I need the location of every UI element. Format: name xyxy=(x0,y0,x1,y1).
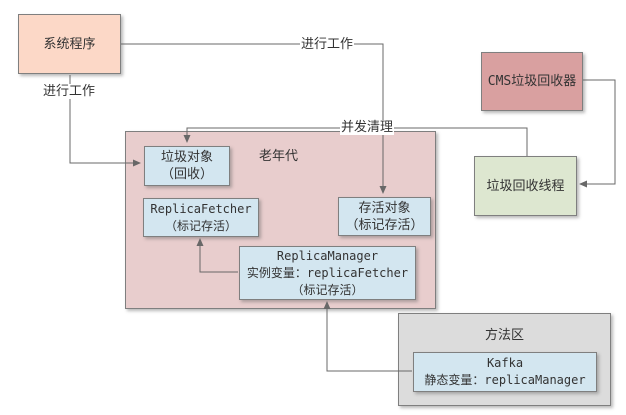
edge-label-work-top: 进行工作 xyxy=(300,37,355,52)
container-method-area: 方法区 Kafka 静态变量：replicaManager xyxy=(398,313,611,406)
alive-object-line1: 存活对象 xyxy=(358,200,411,216)
node-garbage-object: 垃圾对象 （回收） xyxy=(144,146,230,186)
replica-manager-line2: 实例变量：replicaFetcher xyxy=(246,265,409,280)
garbage-object-line2: （回收） xyxy=(160,167,213,182)
garbage-object-line1: 垃圾对象 xyxy=(160,150,213,165)
node-kafka: Kafka 静态变量：replicaManager xyxy=(413,352,597,392)
system-program-label: 系统程序 xyxy=(43,36,96,52)
kafka-line2: 静态变量：replicaManager xyxy=(424,373,586,387)
node-replica-manager: ReplicaManager 实例变量：replicaFetcher （标记存活… xyxy=(239,246,416,300)
old-generation-label: 老年代 xyxy=(259,149,299,164)
container-old-generation: 老年代 垃圾对象 （回收） ReplicaFetcher （标记存活） 存活对象… xyxy=(125,131,436,309)
node-gc-thread: 垃圾回收线程 xyxy=(474,156,577,216)
kafka-line1: Kafka xyxy=(486,356,524,370)
alive-object-line2: （标记存活） xyxy=(345,217,424,233)
edge-label-concurrent-clean: 并发清理 xyxy=(340,120,395,135)
edge-cms-collector-to-gc-thread xyxy=(579,79,616,188)
gc-thread-label: 垃圾回收线程 xyxy=(486,178,565,194)
cms-collector-label: CMS垃圾回收器 xyxy=(487,74,577,89)
node-cms-collector: CMS垃圾回收器 xyxy=(481,52,583,111)
node-alive-object: 存活对象 （标记存活） xyxy=(338,197,431,236)
method-area-label: 方法区 xyxy=(484,328,524,343)
node-replica-fetcher: ReplicaFetcher （标记存活） xyxy=(143,198,259,237)
replica-fetcher-line1: ReplicaFetcher xyxy=(150,201,252,216)
node-system-program: 系统程序 xyxy=(18,14,121,74)
edge-label-work-left: 进行工作 xyxy=(42,84,97,99)
replica-manager-line1: ReplicaManager xyxy=(276,248,379,263)
replica-fetcher-line2: （标记存活） xyxy=(164,218,237,233)
replica-manager-line3: （标记存活） xyxy=(291,282,364,297)
